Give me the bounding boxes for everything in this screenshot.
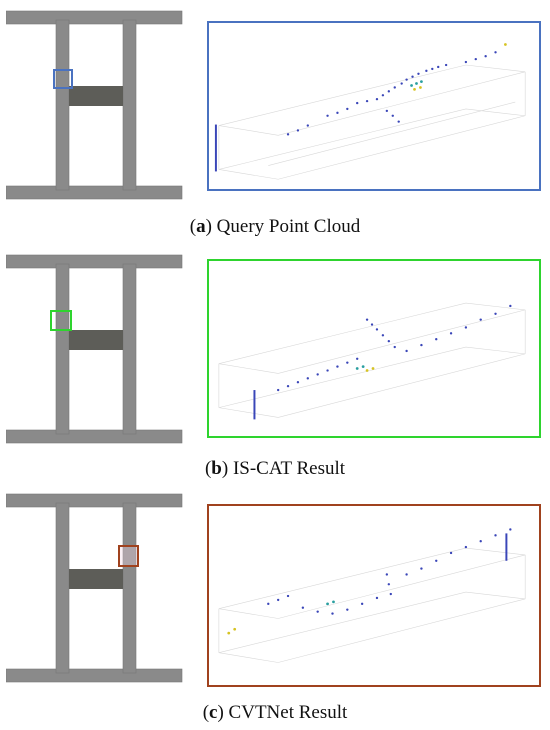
query-location-marker [53, 69, 73, 89]
caption-letter: b [211, 458, 222, 479]
match-location-marker [118, 545, 139, 567]
panel-b: (b) IS-CAT Result [0, 245, 550, 490]
panel-a: (a) Query Point Cloud [0, 0, 550, 245]
panel-c: (c) CVTNet Result [0, 490, 550, 730]
point-cloud-plot-a [207, 21, 541, 191]
caption-b: (b) IS-CAT Result [204, 458, 346, 479]
match-location-marker [50, 310, 72, 331]
point-cloud-plot-b [207, 259, 541, 438]
caption-text: Query Point Cloud [216, 216, 361, 237]
caption-letter: c [209, 702, 218, 723]
topdown-map-c [6, 491, 184, 683]
caption-text: IS-CAT Result [232, 458, 346, 479]
caption-text: CVTNet Result [228, 702, 348, 723]
caption-letter: a [196, 216, 206, 237]
caption-c: (c) CVTNet Result [202, 702, 348, 723]
topdown-map-b [6, 252, 184, 444]
caption-a: (a) Query Point Cloud [189, 216, 361, 237]
topdown-map-a [6, 8, 184, 200]
point-cloud-plot-c [207, 504, 541, 687]
